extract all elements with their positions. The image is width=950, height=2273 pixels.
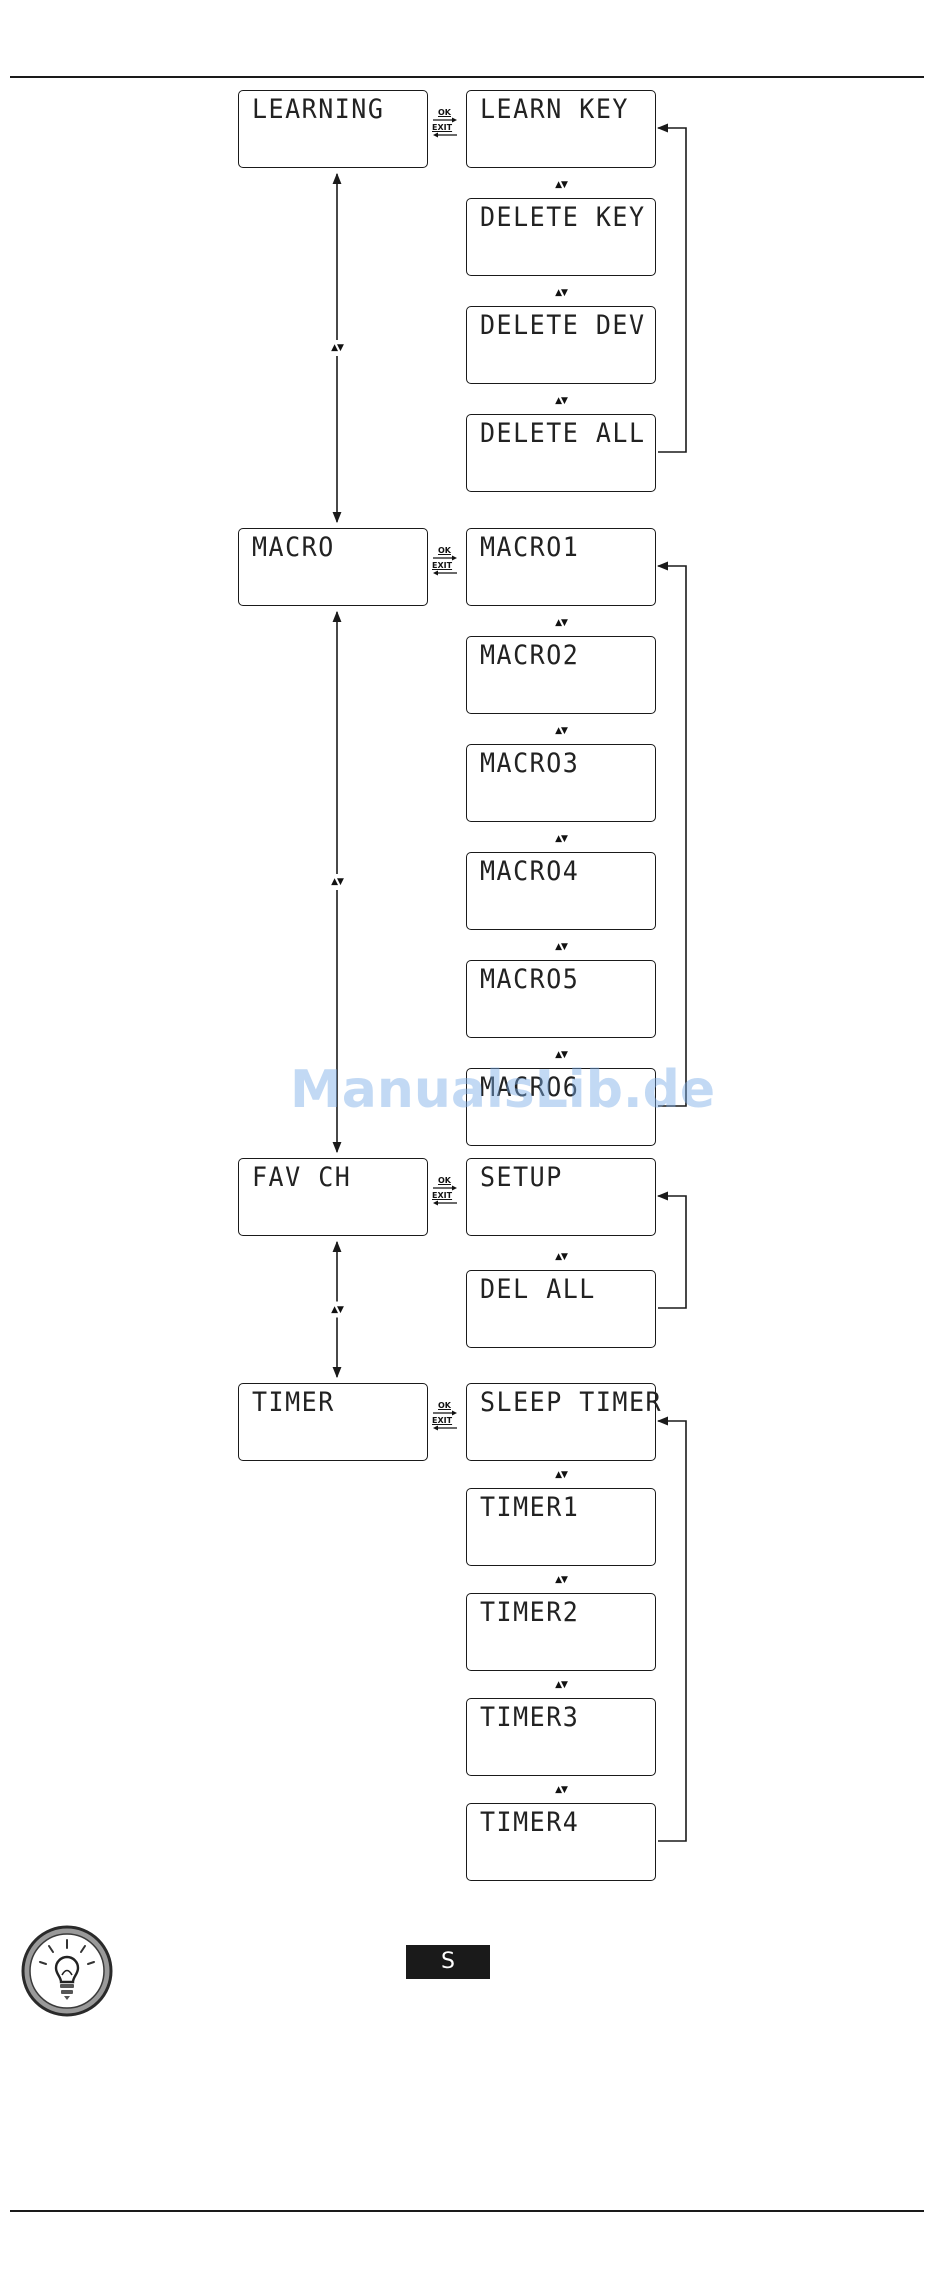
updown-arrow-icon-1-1: ▲▼ xyxy=(553,618,569,628)
menu-head-2-label: FAV CH xyxy=(252,1161,351,1192)
menu-item-1-4-label: MACRO5 xyxy=(480,963,579,994)
menu-item-1-0-label: MACRO1 xyxy=(480,531,579,562)
loop-bracket-0 xyxy=(658,128,686,452)
ok-exit-symbol-1: OK EXIT xyxy=(432,546,460,576)
menu-item-3-3-label: TIMER3 xyxy=(480,1701,579,1732)
lightbulb-icon xyxy=(20,1924,114,2022)
menu-item-0-1: DELETE KEY xyxy=(466,198,656,276)
left-arrow-icon xyxy=(432,1200,460,1206)
menu-item-1-1: MACRO2 xyxy=(466,636,656,714)
updown-arrow-icon-0-1: ▲▼ xyxy=(553,180,569,190)
updown-arrow-icon-0-3: ▲▼ xyxy=(553,396,569,406)
menu-item-3-4-label: TIMER4 xyxy=(480,1806,579,1837)
updown-arrow-icon-1-3: ▲▼ xyxy=(553,834,569,844)
menu-item-0-2-label: DELETE DEV xyxy=(480,309,646,340)
menu-head-1-label: MACRO xyxy=(252,531,335,562)
ok-exit-symbol-3: OK EXIT xyxy=(432,1401,460,1431)
updown-arrow-icon-3-2: ▲▼ xyxy=(553,1575,569,1585)
ok-exit-symbol-0: OK EXIT xyxy=(432,108,460,138)
updown-arrow-icon-3-4: ▲▼ xyxy=(553,1785,569,1795)
menu-item-2-0: SETUP xyxy=(466,1158,656,1236)
exit-label: EXIT xyxy=(432,1191,460,1200)
menu-item-2-1-label: DEL ALL xyxy=(480,1273,596,1304)
menu-item-3-1: TIMER1 xyxy=(466,1488,656,1566)
loop-bracket-1 xyxy=(658,566,686,1106)
left-arrow-icon xyxy=(432,132,460,138)
right-arrow-icon xyxy=(432,555,460,561)
menu-head-0-label: LEARNING xyxy=(252,93,384,124)
left-arrow-icon xyxy=(432,1425,460,1431)
menu-item-3-4: TIMER4 xyxy=(466,1803,656,1881)
menu-item-0-1-label: DELETE KEY xyxy=(480,201,646,232)
updown-arrow-icon-2-1: ▲▼ xyxy=(553,1252,569,1262)
exit-label: EXIT xyxy=(432,1416,460,1425)
menu-item-1-3: MACRO4 xyxy=(466,852,656,930)
updown-arrow-icon-1-5: ▲▼ xyxy=(553,1050,569,1060)
menu-item-0-3: DELETE ALL xyxy=(466,414,656,492)
updown-arrow-icon-3-1: ▲▼ xyxy=(553,1470,569,1480)
menu-item-0-0-label: LEARN KEY xyxy=(480,93,629,124)
menu-item-1-4: MACRO5 xyxy=(466,960,656,1038)
right-arrow-icon xyxy=(432,1185,460,1191)
menu-item-3-3: TIMER3 xyxy=(466,1698,656,1776)
menu-item-0-0: LEARN KEY xyxy=(466,90,656,168)
menu-item-2-1: DEL ALL xyxy=(466,1270,656,1348)
menu-item-1-3-label: MACRO4 xyxy=(480,855,579,886)
menu-head-2: FAV CH xyxy=(238,1158,428,1236)
menu-item-1-1-label: MACRO2 xyxy=(480,639,579,670)
updown-arrow-icon-1-2: ▲▼ xyxy=(553,726,569,736)
ok-label: OK xyxy=(432,1401,460,1410)
loop-bracket-3 xyxy=(658,1421,686,1841)
menu-head-3: TIMER xyxy=(238,1383,428,1461)
menu-head-1: MACRO xyxy=(238,528,428,606)
menu-item-3-2-label: TIMER2 xyxy=(480,1596,579,1627)
right-arrow-icon xyxy=(432,1410,460,1416)
updown-arrow-icon-head-2: ▲▼ xyxy=(329,1305,345,1315)
menu-item-3-0: SLEEP TIMER xyxy=(466,1383,656,1461)
menu-item-1-0: MACRO1 xyxy=(466,528,656,606)
menu-item-0-2: DELETE DEV xyxy=(466,306,656,384)
exit-label: EXIT xyxy=(432,561,460,570)
loop-bracket-2 xyxy=(658,1196,686,1308)
menu-item-3-1-label: TIMER1 xyxy=(480,1491,579,1522)
ok-label: OK xyxy=(432,546,460,555)
menu-item-3-0-label: SLEEP TIMER xyxy=(480,1386,662,1417)
updown-arrow-icon-3-3: ▲▼ xyxy=(553,1680,569,1690)
ok-label: OK xyxy=(432,108,460,117)
watermark: ManualsLib.de xyxy=(290,1060,715,1120)
exit-label: EXIT xyxy=(432,123,460,132)
menu-item-3-2: TIMER2 xyxy=(466,1593,656,1671)
menu-item-2-0-label: SETUP xyxy=(480,1161,563,1192)
menu-item-1-2-label: MACRO3 xyxy=(480,747,579,778)
menu-item-0-3-label: DELETE ALL xyxy=(480,417,646,448)
updown-arrow-icon-0-2: ▲▼ xyxy=(553,288,569,298)
menu-head-0: LEARNING xyxy=(238,90,428,168)
menu-item-1-2: MACRO3 xyxy=(466,744,656,822)
updown-arrow-icon-head-0: ▲▼ xyxy=(329,343,345,353)
key-badge-s: S xyxy=(406,1945,490,1979)
ok-exit-symbol-2: OK EXIT xyxy=(432,1176,460,1206)
right-arrow-icon xyxy=(432,117,460,123)
menu-head-3-label: TIMER xyxy=(252,1386,335,1417)
updown-arrow-icon-head-1: ▲▼ xyxy=(329,877,345,887)
updown-arrow-icon-1-4: ▲▼ xyxy=(553,942,569,952)
ok-label: OK xyxy=(432,1176,460,1185)
left-arrow-icon xyxy=(432,570,460,576)
